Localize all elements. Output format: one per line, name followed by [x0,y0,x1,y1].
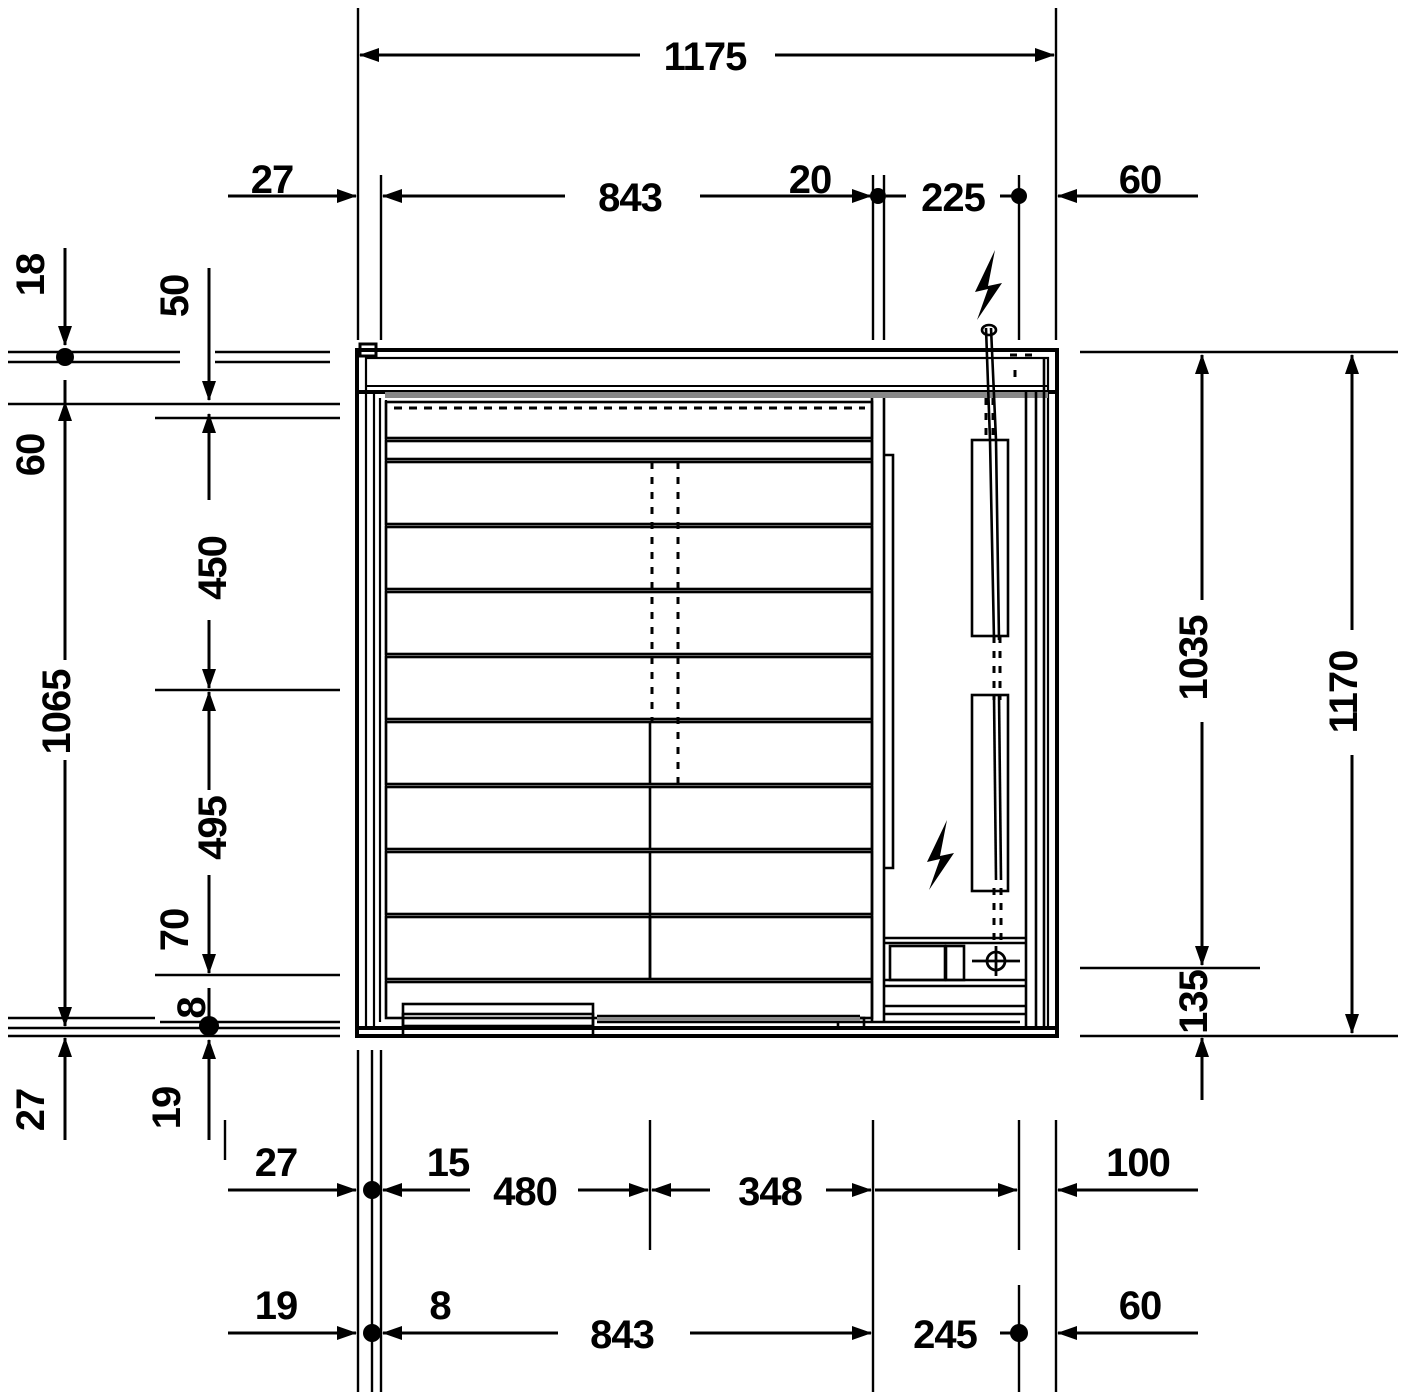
dim-label-27-bot: 27 [255,1141,298,1185]
dim-label-225-top: 225 [921,176,985,220]
cable-end-cap [980,323,998,337]
node-dot-18 [56,348,74,366]
dim-label-50: 50 [153,275,197,318]
dim-label-60-left: 60 [9,434,53,477]
dim-label-20-top: 20 [789,158,832,202]
outlet-symbol [972,946,1020,976]
dim-label-843-top: 843 [598,176,662,220]
right-compartment [870,358,1046,1028]
lightning-bolt-icon-upper [975,250,1002,320]
dim-label-19-left: 19 [145,1087,189,1130]
dim-label-135: 135 [1172,969,1216,1033]
dim-label-1170: 1170 [1322,651,1366,734]
cabinet-plinth [357,1002,1057,1038]
dim-label-480-bot: 480 [493,1170,557,1214]
node-dot-8-left [199,1016,219,1036]
dim-label-348-bot: 348 [738,1170,802,1214]
dim-label-19-bot: 19 [255,1284,298,1328]
cable-upper [984,327,996,641]
node-dot-843 [870,188,886,204]
dim-label-8-bot: 8 [429,1284,451,1328]
dim-label-245-bot: 245 [913,1313,977,1357]
dim-label-27-left: 27 [9,1089,53,1132]
node-dot-15 [363,1181,381,1199]
dim-label-843-bot: 843 [590,1313,654,1357]
cabinet-outer-frame [355,348,1059,1038]
dim-label-1035: 1035 [1172,615,1216,701]
dim-label-70: 70 [153,909,197,952]
top-shadow-band [385,392,1048,398]
cabinet-top-band [355,348,1059,394]
dim-label-15-bot: 15 [427,1141,470,1185]
dim-label-1065: 1065 [35,669,79,755]
right-bay-base [884,936,1026,1016]
socket-box-lower [970,693,1010,893]
hidden-lines [650,462,680,790]
node-dot-60-bot [1010,1324,1028,1342]
top-left-notch [358,342,378,358]
node-dot-8-bot [363,1324,381,1342]
dim-label-18: 18 [9,253,53,296]
dim-label-495: 495 [191,795,235,859]
drawer-stack [384,400,874,1020]
cable-lower [992,694,998,881]
dim-label-100-bot: 100 [1106,1141,1170,1185]
dim-label-450: 450 [191,536,235,600]
dim-label-60-top: 60 [1119,158,1162,202]
dim-label-1175: 1175 [664,35,748,79]
dim-label-27-top: 27 [251,158,294,202]
dim-label-8-left: 8 [170,997,214,1019]
dim-label-60-bot: 60 [1119,1284,1162,1328]
cabinet-elevation [355,323,1059,1038]
right-door-edge [884,453,895,870]
node-dot-225 [1011,188,1027,204]
plinth-shade [597,1017,860,1021]
lightning-bolt-icon-lower [927,820,954,890]
right-extension-lines [1080,350,1398,1038]
